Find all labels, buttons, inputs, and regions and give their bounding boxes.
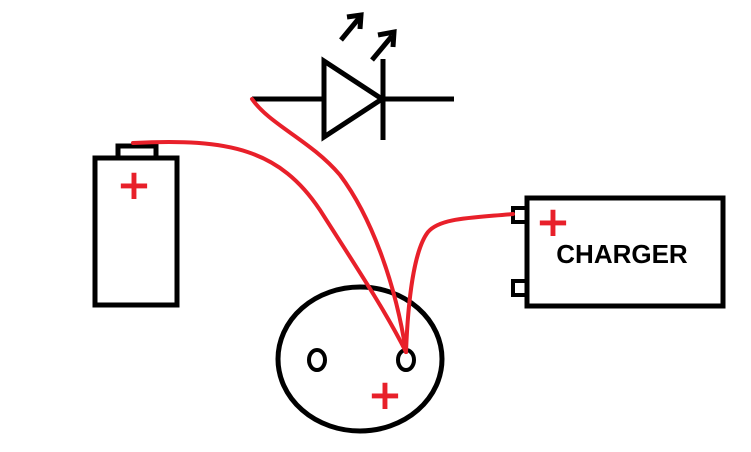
led-icon bbox=[252, 12, 454, 142]
battery-terminal bbox=[115, 143, 159, 161]
socket-plus-sign: + bbox=[367, 370, 402, 419]
charger-box bbox=[511, 195, 726, 309]
charger-plus-sign: + bbox=[535, 197, 570, 246]
battery-icon bbox=[92, 143, 180, 308]
socket-outline bbox=[275, 284, 445, 434]
battery-plus-sign: + bbox=[116, 160, 151, 209]
led-triangle bbox=[321, 56, 387, 142]
charger-terminal-bottom bbox=[511, 279, 529, 297]
wire-battery-to-socket bbox=[131, 139, 408, 354]
light-arrow-icon bbox=[339, 12, 364, 42]
light-arrow-icon bbox=[370, 28, 397, 62]
wires bbox=[131, 97, 515, 354]
charger-label: CHARGER bbox=[556, 239, 688, 269]
wire-led-to-socket bbox=[250, 97, 408, 354]
socket-pin-left bbox=[307, 348, 327, 372]
socket-connector bbox=[275, 284, 445, 434]
wire-charger-to-socket bbox=[404, 212, 515, 354]
charger-body bbox=[524, 195, 726, 309]
